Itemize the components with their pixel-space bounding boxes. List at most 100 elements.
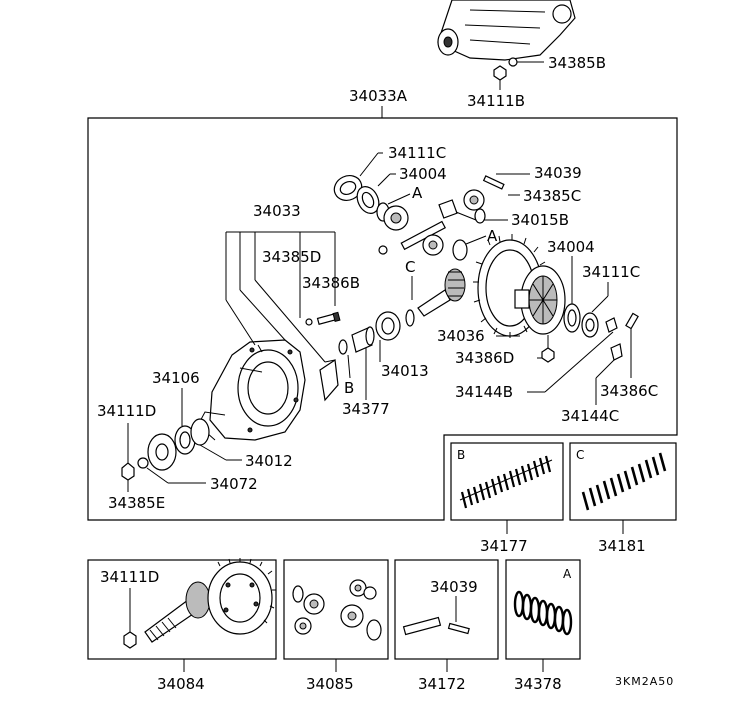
bracket-part-B xyxy=(319,358,339,402)
pinion-shaft-34172 xyxy=(402,616,470,636)
bottom-box-34378-mark: A xyxy=(563,567,572,581)
spring-34177 xyxy=(459,455,553,509)
bottom-box-34084 xyxy=(87,559,277,660)
bearing-34004-right xyxy=(563,303,581,333)
ring-gear-34084 xyxy=(207,558,276,635)
washer-A2 xyxy=(452,239,468,261)
mark-c: C xyxy=(405,258,415,276)
plug-34385D xyxy=(305,318,313,326)
washer-leader xyxy=(146,467,169,484)
bolt-34386C xyxy=(625,312,639,330)
label-34033: 34033 xyxy=(253,202,301,220)
washer-34072 xyxy=(137,457,149,469)
label-34385B: 34385B xyxy=(548,54,606,72)
lock-c-leader xyxy=(595,359,615,379)
label-34004-right: 34004 xyxy=(547,238,595,256)
collar-34013 xyxy=(351,326,375,353)
pinion-gear-upper xyxy=(463,189,485,211)
bearing-34111C-leader xyxy=(591,295,609,313)
mark-b-leader xyxy=(347,354,351,379)
housing-leader-2b xyxy=(239,289,286,341)
bearing-34004-left-leader xyxy=(377,173,391,187)
block-34015B xyxy=(438,199,458,219)
side-gear-left xyxy=(383,205,409,231)
seal-34106 xyxy=(147,433,177,471)
block-leader xyxy=(455,211,477,221)
differential-housing xyxy=(197,339,306,441)
label-34004: 34004 xyxy=(399,165,447,183)
main-box-title: 34033A xyxy=(349,87,408,105)
ring-34377 xyxy=(338,339,348,355)
pinion-gear-lower xyxy=(422,234,444,256)
label-34144B: 34144B xyxy=(455,383,513,401)
label-34013: 34013 xyxy=(381,362,429,380)
label-34106: 34106 xyxy=(152,369,200,387)
nut-in-34084 xyxy=(123,631,137,649)
label-34172: 34172 xyxy=(418,675,466,693)
label-34111C: 34111C xyxy=(388,144,446,162)
label-34385C: 34385C xyxy=(523,187,581,205)
shim-34039 xyxy=(482,175,505,190)
bearing-34111C-right xyxy=(581,312,599,338)
label-34386B: 34386B xyxy=(302,274,360,292)
spring-34378 xyxy=(513,590,573,636)
housing-leader-3b xyxy=(254,279,326,363)
drive-pinion-shaft xyxy=(144,581,211,643)
label-34377: 34377 xyxy=(342,400,390,418)
diagram-code: 3KM2A50 xyxy=(615,675,674,688)
mark-a2-leader xyxy=(465,235,487,245)
bracket-leader xyxy=(324,359,336,363)
mark-a1-leader xyxy=(387,193,411,205)
nut-34386D xyxy=(541,335,555,363)
spring-box-B-mark: B xyxy=(457,448,465,462)
small-washer xyxy=(378,245,388,255)
plug-34385B xyxy=(508,57,544,67)
label-34386D: 34386D xyxy=(455,349,514,367)
bearing-left-leader xyxy=(359,152,379,177)
label-34144C: 34144C xyxy=(561,407,619,425)
lock-plate-34144C xyxy=(610,343,623,361)
diff-gears-34085 xyxy=(292,579,382,641)
washer-C xyxy=(474,208,486,224)
bearing-pinion xyxy=(375,309,415,341)
label-34039: 34039 xyxy=(534,164,582,182)
mark-a1: A xyxy=(412,184,423,202)
label-34177: 34177 xyxy=(480,537,528,555)
nut-34111B xyxy=(493,65,507,90)
housing-leader-1b xyxy=(225,299,256,346)
pinion-shaft-C xyxy=(417,268,466,317)
label-34111D: 34111D xyxy=(97,402,156,420)
label-34036: 34036 xyxy=(437,327,485,345)
bearing-34111C-left xyxy=(333,175,363,201)
label-34378: 34378 xyxy=(514,675,562,693)
bottom-box-34172 xyxy=(394,559,499,660)
bottom-box-34084-inner-label: 34111D xyxy=(100,568,159,586)
bearing-34012-leader xyxy=(199,444,227,461)
label-34015B: 34015B xyxy=(511,211,569,229)
spring-box-C-mark: C xyxy=(576,448,584,462)
main-assembly-box xyxy=(87,117,678,521)
label-34385E: 34385E xyxy=(108,494,165,512)
mark-a2: A xyxy=(487,227,498,245)
nut-34111D xyxy=(121,462,135,481)
label-34111B: 34111B xyxy=(467,92,525,110)
label-34072: 34072 xyxy=(210,475,258,493)
label-34084: 34084 xyxy=(157,675,205,693)
lock-plate-34144B xyxy=(605,317,618,333)
spring-34181 xyxy=(581,452,667,511)
label-34385D: 34385D xyxy=(262,248,321,266)
bearing-34012 xyxy=(174,418,210,455)
axle-housing-top xyxy=(437,0,576,61)
label-34386C: 34386C xyxy=(600,382,658,400)
bolt-34386B xyxy=(316,311,341,325)
bottom-box-34085 xyxy=(283,559,389,660)
label-34012: 34012 xyxy=(245,452,293,470)
label-34181: 34181 xyxy=(598,537,646,555)
label-34085: 34085 xyxy=(306,675,354,693)
label-34111C-right: 34111C xyxy=(582,263,640,281)
bearing-34004-left xyxy=(356,186,380,214)
bottom-box-34172-inner-label: 34039 xyxy=(430,578,478,596)
mark-b: B xyxy=(344,379,354,397)
ring-gear-assembly xyxy=(473,234,566,338)
lock-b-leader xyxy=(544,331,614,393)
